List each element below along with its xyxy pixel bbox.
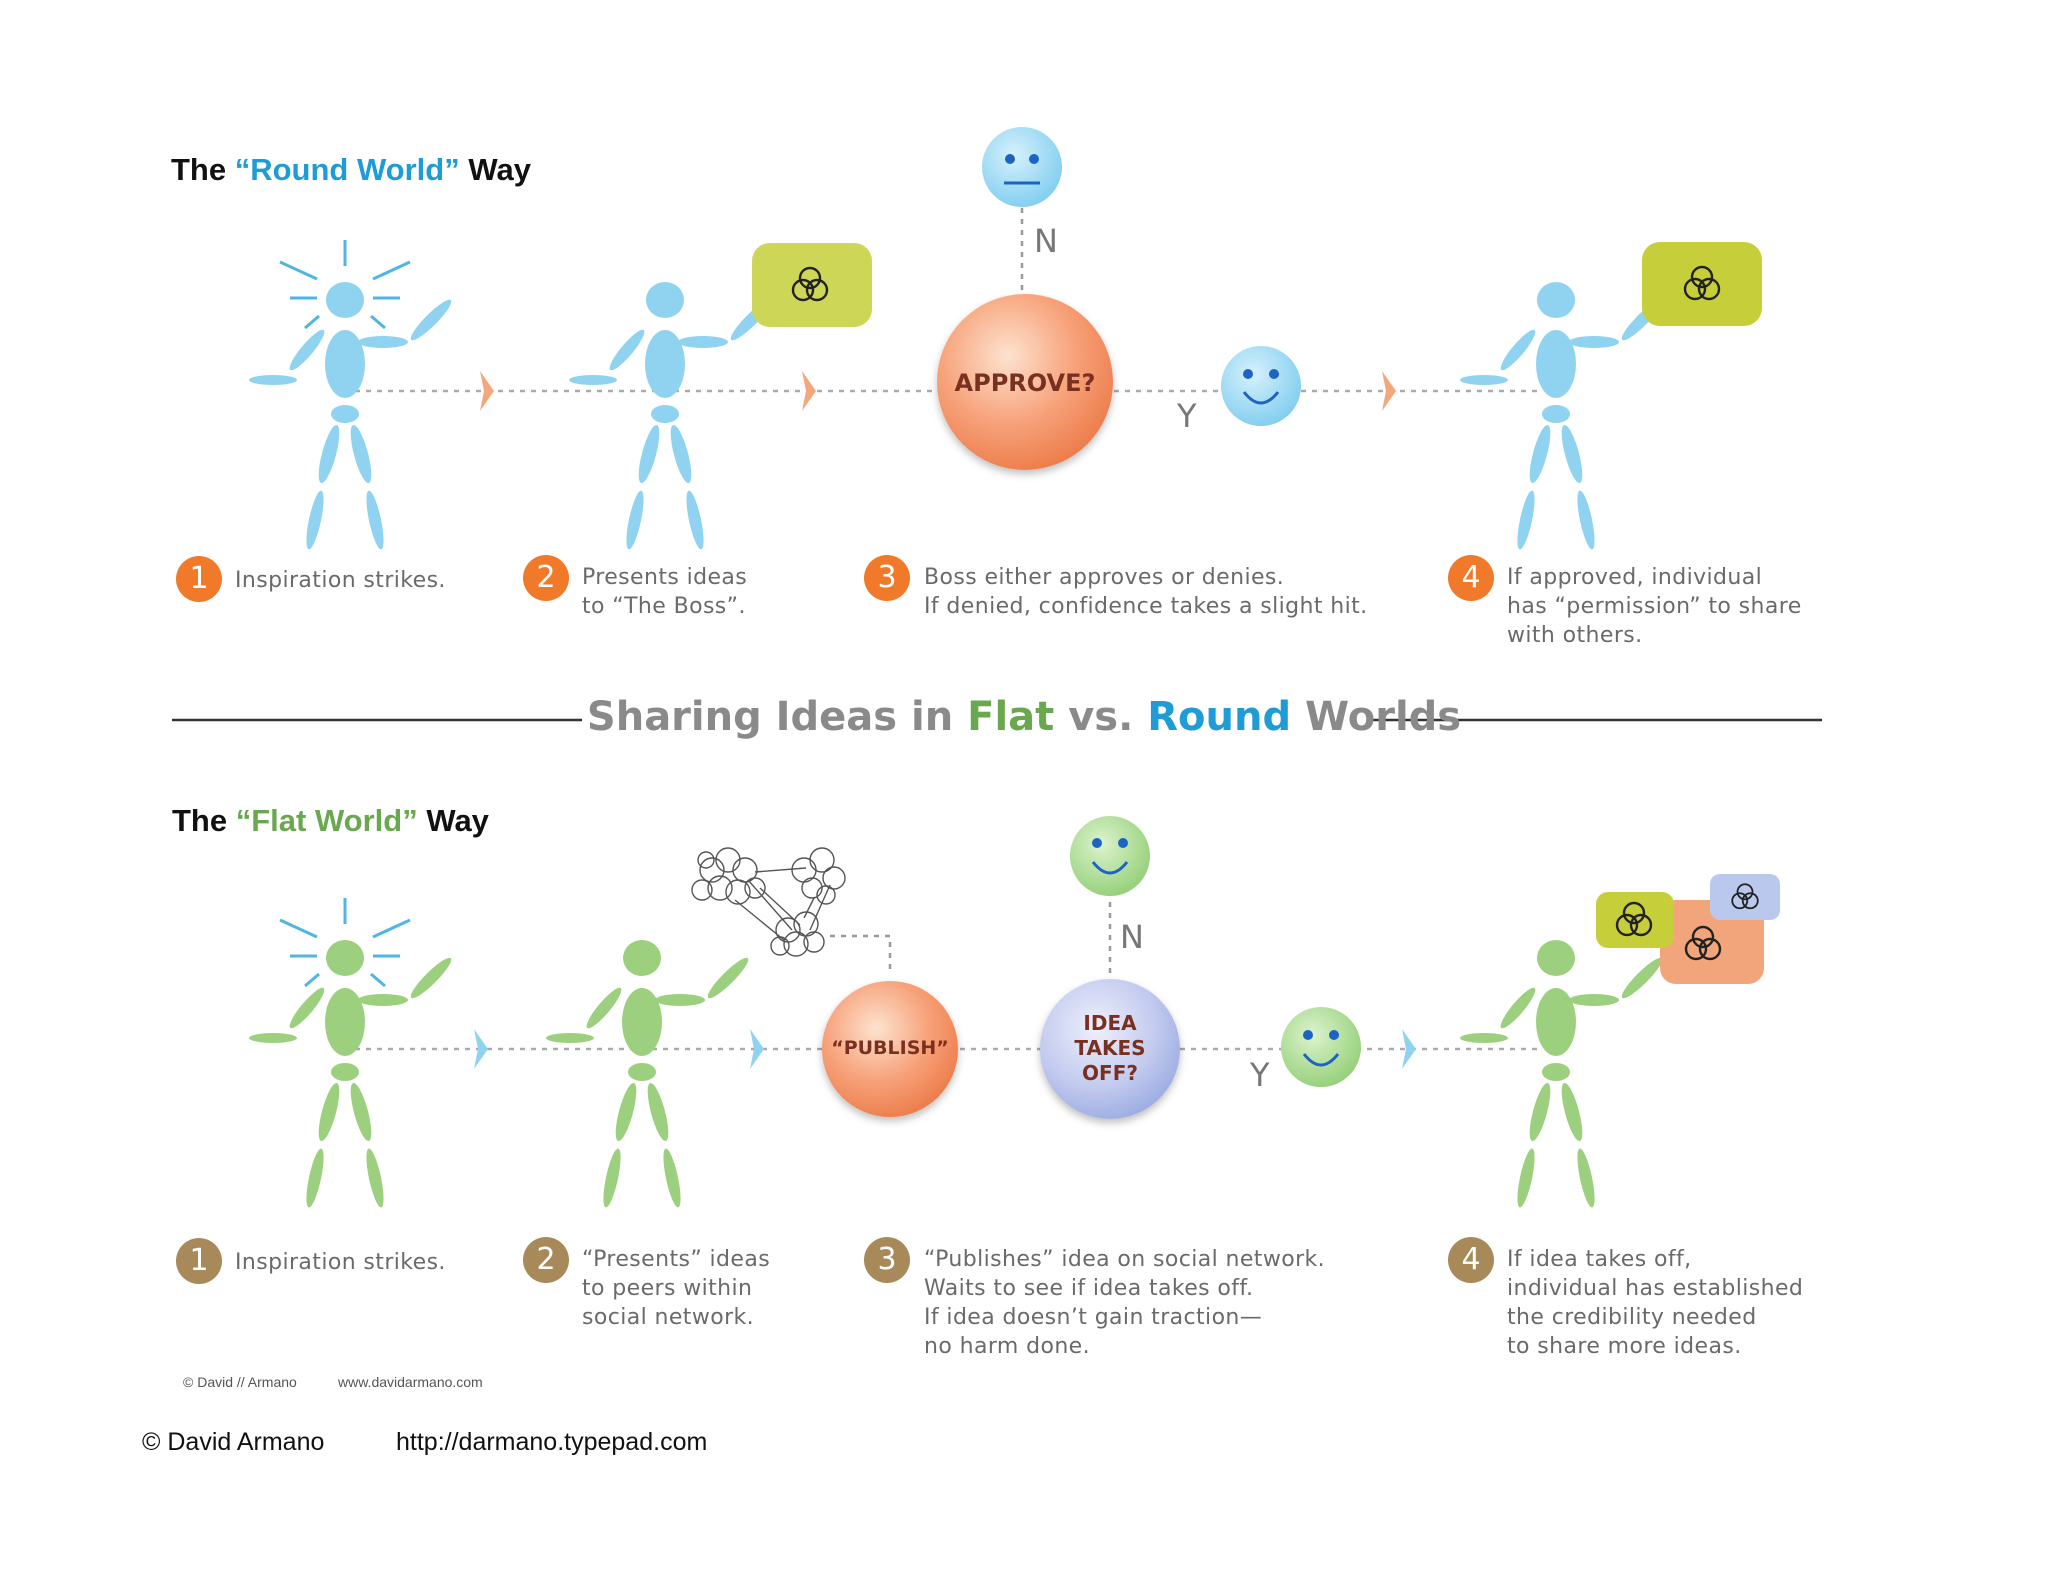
round-figure-4 (1460, 282, 1667, 551)
social-network-cluster (691, 847, 846, 957)
flat-world-flow (249, 816, 1780, 1209)
flat-step-3-text: “Publishes” idea on social network. Wait… (924, 1247, 1326, 1359)
idea-takes-off-label: IDEA TAKES OFF? (1074, 1011, 1146, 1085)
publish-label: “PUBLISH” (831, 1037, 949, 1059)
flat-idea-bubbles (1596, 874, 1780, 984)
network-connector (830, 934, 892, 972)
flat-step-2-text: “Presents” ideas to peers within social … (582, 1247, 771, 1330)
approve-label: APPROVE? (954, 369, 1096, 397)
flat-world-title: The “Flat World” Way (172, 803, 489, 838)
flat-figure-4 (1460, 940, 1667, 1209)
main-title: Sharing Ideas in Flat vs. Round Worlds (586, 694, 1462, 740)
happy-face-right-icon (1281, 1007, 1361, 1087)
flat-step-4-number: 4 (1448, 1237, 1494, 1283)
flat-step-1-number: 1 (176, 1238, 222, 1284)
flat-figure-2 (546, 940, 753, 1209)
flat-yes-label: Y (1250, 1056, 1270, 1094)
round-figure-1 (249, 238, 456, 551)
round-step-4-number: 4 (1448, 555, 1494, 601)
footer-credit-author: © David Armano (142, 1428, 325, 1456)
round-idea-bubble-2 (1642, 242, 1762, 326)
idea-takes-off-circle (1040, 979, 1180, 1119)
flat-step-4-text: If idea takes off, individual has establ… (1507, 1247, 1804, 1359)
happy-face-icon (1221, 346, 1301, 426)
round-step-2-number: 2 (523, 555, 569, 601)
round-idea-bubble-1 (752, 243, 872, 327)
round-no-label: N (1034, 222, 1058, 260)
round-world-flow (249, 127, 1762, 551)
flat-step-2-number: 2 (523, 1237, 569, 1283)
publish-circle (822, 981, 958, 1117)
round-arrow-2 (802, 371, 816, 411)
small-credit-author: © David // Armano (183, 1374, 297, 1390)
round-step-3-text: Boss either approves or denies. If denie… (924, 565, 1368, 619)
round-step-3-number: 3 (864, 555, 910, 601)
neutral-face-icon (982, 127, 1062, 207)
flat-no-label: N (1120, 918, 1144, 956)
round-arrow-1 (480, 371, 494, 411)
flat-step-1-text: Inspiration strikes. (235, 1250, 446, 1275)
round-step-4-text: If approved, individual has “permission”… (1507, 565, 1802, 648)
round-figure-2 (569, 282, 776, 551)
footer-credit-url[interactable]: http://darmano.typepad.com (396, 1428, 708, 1456)
flat-figure-1 (249, 896, 456, 1209)
approve-decision-circle (937, 294, 1113, 470)
round-yes-label: Y (1177, 397, 1197, 435)
round-world-title: The “Round World” Way (171, 152, 531, 187)
small-credit-url: www.davidarmano.com (338, 1374, 483, 1390)
happy-face-top-icon (1070, 816, 1150, 896)
round-arrow-3 (1382, 371, 1396, 411)
flat-step-3-number: 3 (864, 1237, 910, 1283)
round-step-2-text: Presents ideas to “The Boss”. (582, 565, 748, 619)
round-step-1-text: Inspiration strikes. (235, 568, 446, 593)
round-step-1-number: 1 (176, 556, 222, 602)
